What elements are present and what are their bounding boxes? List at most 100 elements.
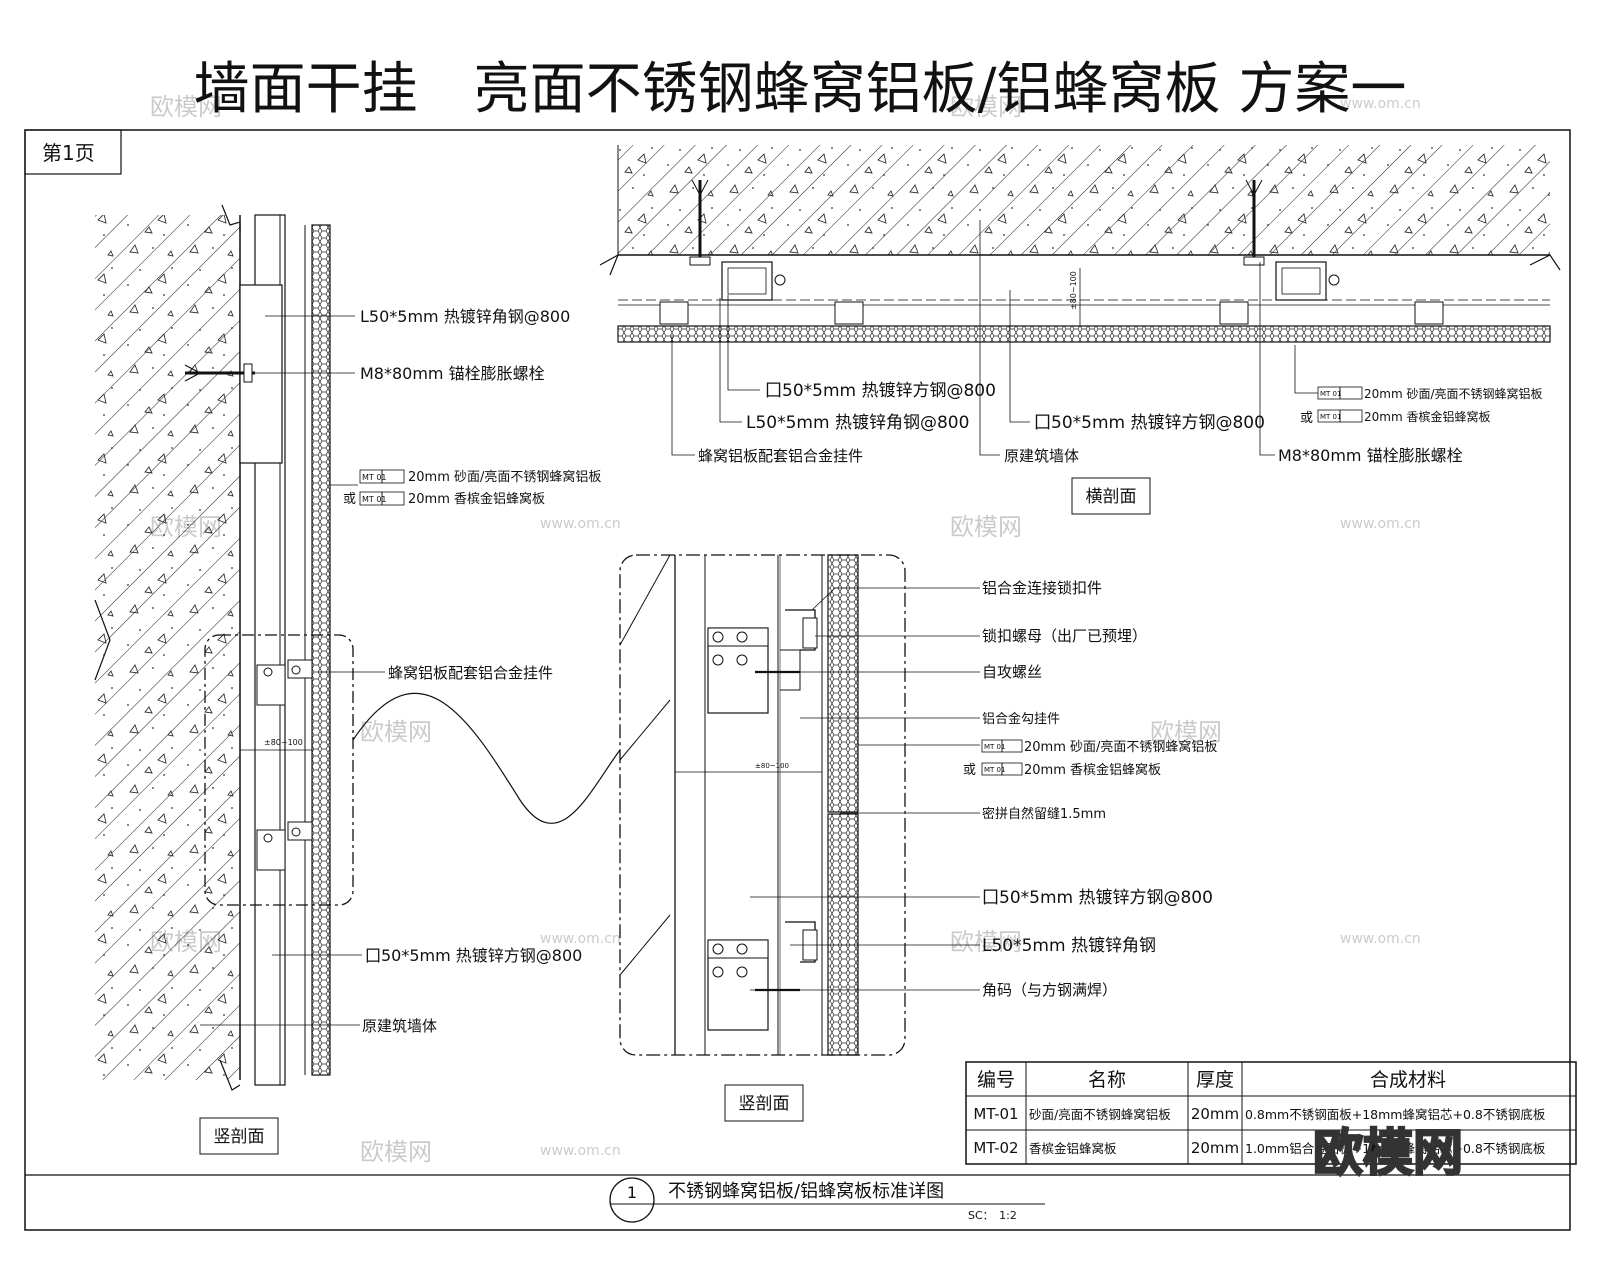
table-header-thickness: 厚度 xyxy=(1196,1069,1234,1091)
table-cell: 香槟金铝蜂窝板 xyxy=(1029,1141,1117,1156)
watermark-url: www.om.cn xyxy=(1340,516,1421,532)
top-or-label: 或 xyxy=(1300,411,1313,426)
watermark-text: 欧模网 xyxy=(950,513,1022,541)
watermark-text: 欧模网 xyxy=(150,93,222,121)
left-hanger-clip-1 xyxy=(256,659,313,706)
table-cell: 1.0mm铝合金面板+18mm蜂窝铝芯+0.8不锈钢底板 xyxy=(1245,1141,1546,1156)
watermark-text: 欧模网 xyxy=(950,93,1022,121)
top-dim-label: ±80~100 xyxy=(1069,271,1078,310)
detail-hardware-upper xyxy=(707,609,818,714)
table-cell: 0.8mm不锈钢面板+18mm蜂窝铝芯+0.8不锈钢底板 xyxy=(1245,1107,1546,1122)
top-horizontal-section: ±80~100 囗50*5mm 热镀锌方钢@800 L50*5mm 热镀锌角钢@… xyxy=(599,145,1561,515)
top-label-square-steel-2: 囗50*5mm 热镀锌方钢@800 xyxy=(1034,413,1265,433)
top-mt-label-2: 20mm 香槟金铝蜂窝板 xyxy=(1364,409,1490,424)
top-caption-box xyxy=(1071,477,1151,515)
top-anchor-bolt-1 xyxy=(689,179,711,266)
detail-panel-upper xyxy=(827,554,859,813)
detail-label-angle-steel: L50*5mm 热镀锌角钢 xyxy=(982,936,1156,956)
footer-title-block: 1 不锈钢蜂窝铝板/铝蜂窝板标准详图 SC： 1:2 xyxy=(25,1174,1570,1223)
detail-label-square-steel: 囗50*5mm 热镀锌方钢@800 xyxy=(982,888,1213,908)
left-or-label: 或 xyxy=(343,492,356,507)
left-wall-concrete xyxy=(95,215,240,1080)
footer-title: 不锈钢蜂窝铝板/铝蜂窝板标准详图 xyxy=(668,1181,944,1202)
top-mt-label-1: 20mm 砂面/亮面不锈钢蜂窝铝板 xyxy=(1364,386,1543,401)
table-header-code: 编号 xyxy=(977,1069,1015,1091)
watermark-url: www.om.cn xyxy=(540,931,621,947)
detail-caption-box xyxy=(724,1084,804,1122)
table-header-name: 名称 xyxy=(1088,1069,1126,1091)
detail-mt-tag-1: MT 01 xyxy=(984,743,1005,751)
watermarks: 欧模网 欧模网 欧模网 欧模网 欧模网 欧模网 欧模网 欧模网 欧模网 xyxy=(150,93,1222,1166)
watermark-url: www.om.cn xyxy=(1340,931,1421,947)
table-header-material: 合成材料 xyxy=(1370,1069,1446,1091)
detail-mt-tag-2: MT 01 xyxy=(984,766,1005,774)
detail-label-joint: 密拼自然留缝1.5mm xyxy=(982,806,1106,822)
top-honeycomb-panel xyxy=(617,325,1551,343)
footer-scale: SC： 1:2 xyxy=(968,1209,1017,1222)
watermark-text: 欧模网 xyxy=(150,928,222,956)
top-label-square-steel-1: 囗50*5mm 热镀锌方钢@800 xyxy=(765,381,996,401)
sheet-border xyxy=(24,129,1571,1231)
left-label-hanger: 蜂窝铝板配套铝合金挂件 xyxy=(388,664,553,682)
detail-mt-label-2: 20mm 香槟金铝蜂窝板 xyxy=(1024,762,1161,778)
detail-label-lock-nut: 锁扣螺母（出厂已预埋） xyxy=(982,627,1147,645)
watermark-url: www.om.cn xyxy=(1340,96,1421,112)
watermark-text: 欧模网 xyxy=(360,718,432,746)
left-label-anchor-bolt: M8*80mm 锚栓膨胀螺栓 xyxy=(360,364,545,383)
watermark-text: 欧模网 xyxy=(360,1138,432,1166)
table-cell: 20mm xyxy=(1191,1105,1239,1123)
detail-dim-label: ±80~100 xyxy=(755,762,789,770)
watermark-text: 欧模网 xyxy=(1150,718,1222,746)
detail-label-corner-code: 角码（与方钢满焊） xyxy=(982,981,1117,999)
top-anchor-bolt-2 xyxy=(1243,179,1265,266)
page-title: 墙面干挂 亮面不锈钢蜂窝铝板/铝蜂窝板 方案一 xyxy=(194,57,1407,122)
corner-logo: 欧模网 xyxy=(1313,1124,1463,1182)
watermark-url: www.om.cn xyxy=(540,516,621,532)
watermark-urls: www.om.cn www.om.cn www.om.cn www.om.cn … xyxy=(540,96,1421,1159)
table-cell: 砂面/亮面不锈钢蜂窝铝板 xyxy=(1029,1107,1171,1122)
left-mt-label-2: 20mm 香槟金铝蜂窝板 xyxy=(408,491,545,507)
left-mt-label-1: 20mm 砂面/亮面不锈钢蜂窝铝板 xyxy=(408,469,601,485)
top-wall-concrete xyxy=(618,145,1550,255)
left-mt-tag-2: MT 01 xyxy=(362,495,387,504)
page-label-box xyxy=(24,129,122,175)
top-label-hanger: 蜂窝铝板配套铝合金挂件 xyxy=(698,447,863,465)
left-honeycomb-panel xyxy=(311,224,331,1076)
callout-link-curve xyxy=(352,692,621,824)
detail-caption: 竖剖面 xyxy=(739,1094,790,1114)
table-cell: MT-02 xyxy=(973,1139,1018,1157)
top-label-angle-steel: L50*5mm 热镀锌角钢@800 xyxy=(746,413,969,433)
left-label-wall: 原建筑墙体 xyxy=(362,1017,437,1035)
top-caption: 横剖面 xyxy=(1086,487,1137,507)
top-label-anchor-bolt: M8*80mm 锚栓膨胀螺栓 xyxy=(1278,446,1463,465)
detail-or-label: 或 xyxy=(963,763,976,778)
watermark-text: 欧模网 xyxy=(150,513,222,541)
left-label-square-steel: 囗50*5mm 热镀锌方钢@800 xyxy=(365,946,582,965)
left-caption-box xyxy=(199,1117,279,1155)
top-mt-tag-1: MT 01 xyxy=(1320,390,1341,398)
detail-section: ±80~100 铝合金连接锁扣件 锁扣螺母（出厂已预埋） 自攻螺丝 铝合金勾挂件… xyxy=(619,554,1217,1122)
detail-label-self-tap: 自攻螺丝 xyxy=(982,663,1042,681)
detail-label-hook: 铝合金勾挂件 xyxy=(982,711,1060,727)
top-mt-tag-2: MT 01 xyxy=(1320,413,1341,421)
material-table: 编号 名称 厚度 合成材料 MT-01 砂面/亮面不锈钢蜂窝铝板 20mm 0.… xyxy=(965,1061,1577,1165)
page-label: 第1页 xyxy=(42,141,95,165)
watermark-text: 欧模网 xyxy=(950,928,1022,956)
detail-callout-frame xyxy=(619,554,906,1056)
table-cell: 20mm xyxy=(1191,1139,1239,1157)
left-detail-callout xyxy=(204,634,354,906)
left-vertical-section: ±80~100 L50*5mm 热镀锌角钢@800 M8*80mm 锚栓膨胀螺栓… xyxy=(94,204,621,1155)
left-label-angle-steel: L50*5mm 热镀锌角钢@800 xyxy=(360,307,570,326)
left-mt-tag-1: MT 01 xyxy=(362,473,387,482)
left-caption: 竖剖面 xyxy=(214,1127,265,1147)
detail-hardware-lower xyxy=(707,921,818,1031)
top-label-wall: 原建筑墙体 xyxy=(1004,447,1079,465)
footer-number: 1 xyxy=(627,1183,637,1202)
detail-mt-label-1: 20mm 砂面/亮面不锈钢蜂窝铝板 xyxy=(1024,739,1217,755)
detail-label-lock-connector: 铝合金连接锁扣件 xyxy=(982,579,1102,597)
watermark-url: www.om.cn xyxy=(540,1143,621,1159)
left-dim-label: ±80~100 xyxy=(264,738,303,747)
footer-number-circle xyxy=(609,1177,655,1223)
left-hanger-clip-2 xyxy=(256,821,313,871)
